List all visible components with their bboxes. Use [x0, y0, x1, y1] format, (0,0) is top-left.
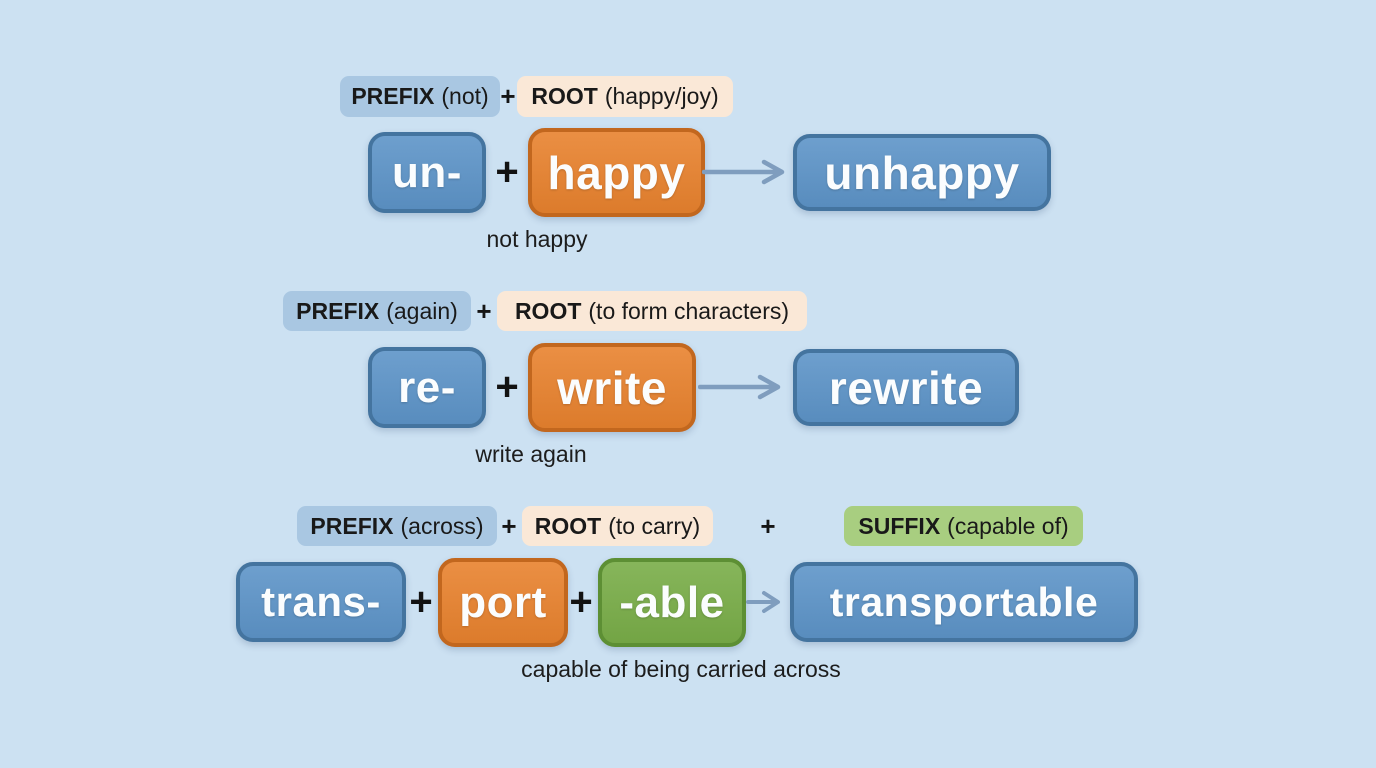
root-box: write: [528, 343, 696, 432]
label-gloss: (not): [441, 83, 489, 109]
prefix-label-badge: PREFIX (not): [340, 76, 500, 117]
suffix-box: -able: [598, 558, 746, 647]
label-term: ROOT: [531, 83, 598, 109]
root-label-badge: ROOT (to form characters): [497, 291, 807, 331]
plus-sign: +: [760, 510, 776, 541]
prefix-label-badge: PREFIX (across): [297, 506, 497, 546]
result-box: transportable: [790, 562, 1138, 642]
prefix-box: un-: [368, 132, 486, 213]
root-label-badge: ROOT (happy/joy): [517, 76, 733, 117]
label-gloss: (to form characters): [588, 297, 790, 324]
label-term: PREFIX: [310, 512, 394, 539]
prefix-box: re-: [368, 347, 486, 428]
label-term: ROOT: [534, 512, 602, 539]
plus-sign: +: [500, 81, 516, 111]
suffix-label-badge: SUFFIX (capable of): [844, 506, 1083, 546]
root-box: happy: [528, 128, 705, 217]
label-gloss: (to carry): [608, 512, 701, 539]
result-box: unhappy: [793, 134, 1051, 211]
plus-sign: +: [495, 150, 519, 194]
plus-sign: +: [409, 580, 433, 624]
root-label-badge: ROOT (to carry): [522, 506, 713, 546]
label-gloss: (across): [400, 512, 484, 539]
label-gloss: (capable of): [947, 512, 1069, 539]
arrow-right-icon: [698, 374, 781, 400]
prefix-label-badge: PREFIX (again): [283, 291, 471, 331]
arrow-right-icon: [746, 591, 780, 613]
plus-sign: +: [476, 295, 492, 326]
meaning-caption: not happy: [486, 226, 588, 252]
label-term: ROOT: [514, 297, 582, 324]
label-term: PREFIX: [296, 297, 380, 324]
label-gloss: (again): [386, 297, 458, 324]
plus-sign: +: [569, 580, 593, 624]
plus-sign: +: [501, 510, 517, 541]
label-gloss: (happy/joy): [604, 83, 719, 109]
plus-sign: +: [495, 365, 519, 409]
result-box: rewrite: [793, 349, 1019, 426]
root-box: port: [438, 558, 568, 647]
label-term: SUFFIX: [858, 512, 941, 539]
prefix-box: trans-: [236, 562, 406, 642]
label-term: PREFIX: [351, 83, 435, 109]
meaning-caption: capable of being carried across: [521, 656, 841, 682]
meaning-caption: write again: [475, 441, 587, 467]
arrow-right-icon: [702, 159, 785, 185]
